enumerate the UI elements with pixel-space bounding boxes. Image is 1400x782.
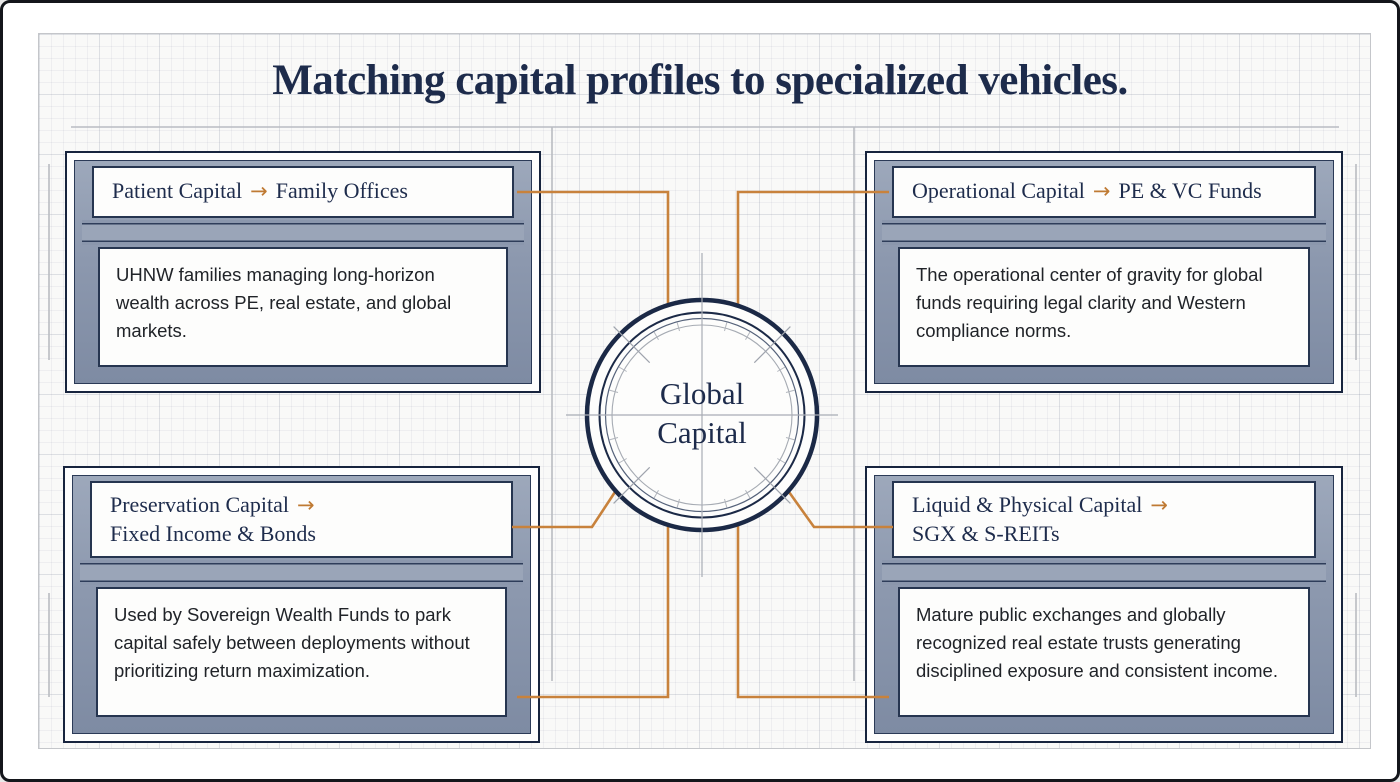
arrow-icon: → xyxy=(1092,179,1111,203)
card-header: Operational Capital → PE & VC Funds xyxy=(892,166,1316,218)
arrow-icon: → xyxy=(1150,493,1168,517)
frame-divider xyxy=(80,560,523,586)
card-patient-capital: Patient Capital → Family Offices UHNW fami… xyxy=(65,151,541,393)
frame-divider xyxy=(882,560,1326,586)
frame-divider xyxy=(82,219,524,245)
vehicle-label: PE & VC Funds xyxy=(1118,178,1262,203)
card-header: Liquid & Physical Capital → SGX & S-REITs xyxy=(892,481,1316,559)
page-title: Matching capital profiles to specialized… xyxy=(272,57,1128,104)
card-preservation-capital: Preservation Capital → Fixed Income & Bond… xyxy=(63,466,540,743)
global-capital-hub-label: Global Capital xyxy=(657,376,747,450)
frame-divider xyxy=(882,219,1326,245)
vehicle-label: Fixed Income & Bonds xyxy=(110,520,316,546)
capital-type-label: Liquid & Physical Capital xyxy=(912,492,1143,517)
arrow-icon: → xyxy=(297,493,315,517)
beveled-frame: Patient Capital → Family Offices UHNW fami… xyxy=(74,160,532,384)
card-description: The operational center of gravity for gl… xyxy=(898,246,1310,367)
card-header: Preservation Capital → Fixed Income & Bond… xyxy=(90,481,513,559)
frame-body: UHNW families managing long-horizon weal… xyxy=(80,246,526,383)
card-description: Used by Sovereign Wealth Funds to park c… xyxy=(96,587,507,717)
card-header: Patient Capital → Family Offices xyxy=(92,166,514,218)
beveled-frame: Liquid & Physical Capital→SGX & S-REITs … xyxy=(874,475,1334,734)
capital-type-label: Operational Capital xyxy=(912,178,1085,203)
beveled-frame: Operational Capital → PE & VC Funds The op… xyxy=(874,160,1334,384)
frame-body: Mature public exchanges and globally rec… xyxy=(880,587,1328,733)
capital-type-label: Patient Capital xyxy=(112,178,243,203)
capital-type-label: Preservation Capital xyxy=(110,492,290,517)
vehicle-label: SGX & S-REITs xyxy=(912,520,1060,546)
frame-body: The operational center of gravity for gl… xyxy=(880,246,1328,383)
card-operational-capital: Operational Capital → PE & VC Funds The op… xyxy=(865,151,1343,393)
beveled-frame: Preservation Capital → Fixed Income & Bond… xyxy=(72,475,531,734)
card-description: Mature public exchanges and globally rec… xyxy=(898,587,1310,717)
arrow-icon: → xyxy=(250,179,268,203)
frame-body: Used by Sovereign Wealth Funds to park c… xyxy=(78,587,525,733)
card-description: UHNW families managing long-horizon weal… xyxy=(98,246,508,367)
card-liquid-physical-capital: Liquid & Physical Capital→SGX & S-REITs … xyxy=(865,466,1343,743)
vehicle-label: Family Offices xyxy=(275,178,408,203)
